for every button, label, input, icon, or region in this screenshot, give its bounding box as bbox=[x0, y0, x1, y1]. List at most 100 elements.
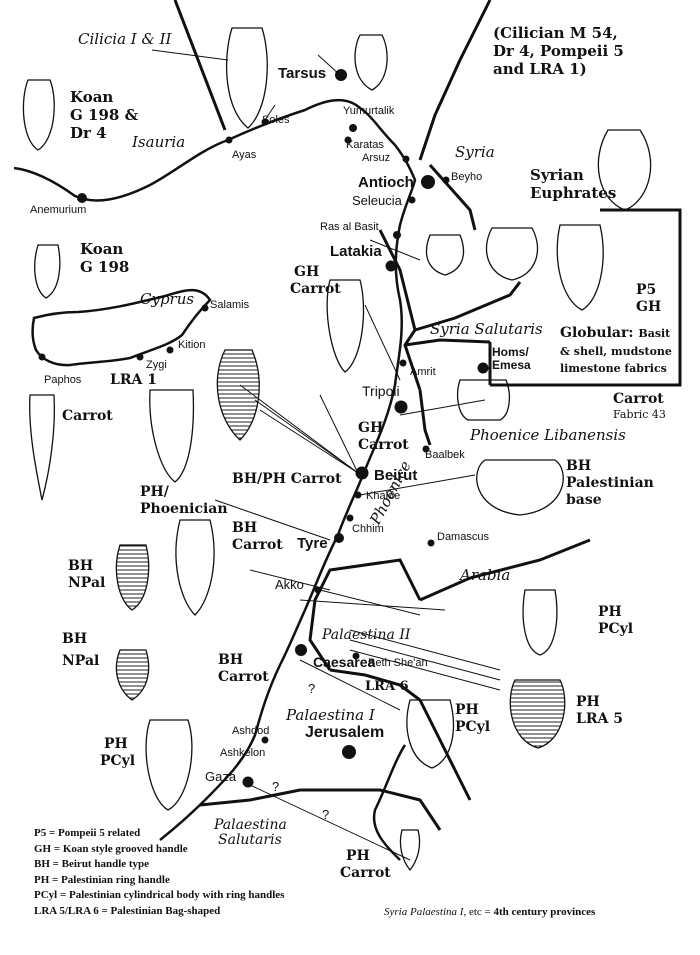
city-salamis: Salamis bbox=[210, 299, 250, 311]
site-dot bbox=[342, 745, 356, 759]
city-chhim: Chhim bbox=[352, 523, 384, 535]
city-zygi: Zygi bbox=[146, 359, 167, 371]
province-label-line: Palaestina bbox=[214, 817, 287, 833]
amphora-drawing bbox=[225, 27, 268, 129]
province-syria: Syria bbox=[455, 143, 495, 161]
province-phoenice-libanensis: Phoenice Libanensis bbox=[470, 426, 626, 444]
city-seleucia: Seleucia bbox=[352, 193, 402, 208]
amphora-drawing bbox=[216, 349, 260, 441]
site-dot bbox=[346, 514, 354, 522]
label-globular: Globular: Basit & shell, mudstone limest… bbox=[560, 325, 672, 378]
label-line: Carrot bbox=[358, 436, 409, 453]
city-ras-al-basit: Ras al Basit bbox=[320, 221, 379, 233]
site-dot bbox=[421, 175, 435, 189]
label-ph-lra5: PH LRA 5 bbox=[576, 694, 623, 728]
label-ph-pcyl-jerusalem: PH PCyl bbox=[455, 702, 490, 736]
city-gaza: Gaza bbox=[205, 769, 237, 784]
label-line: G 198 bbox=[80, 258, 130, 276]
amphora-drawing bbox=[509, 679, 566, 749]
province-palaestina-i: Palaestina I bbox=[286, 706, 375, 724]
uncertain-mark: ? bbox=[322, 807, 330, 822]
label-line: NPal bbox=[62, 653, 100, 670]
label-line: Carrot bbox=[218, 668, 269, 685]
city-akko: Akko bbox=[275, 577, 304, 592]
province-arabia: Arabia bbox=[460, 566, 511, 584]
city-damascus: Damascus bbox=[437, 531, 489, 543]
site-dot bbox=[422, 445, 430, 453]
site-dot bbox=[385, 260, 397, 272]
city-tyre: Tyre bbox=[297, 535, 328, 552]
city-ashkelon: Ashkelon bbox=[220, 747, 266, 759]
city-homs: Homs/ Emesa bbox=[492, 346, 531, 371]
amphora-drawing bbox=[485, 227, 539, 281]
label-line: PH bbox=[576, 694, 600, 710]
label-bh-npal-2: BH NPal bbox=[62, 628, 99, 673]
city-paphos: Paphos bbox=[44, 374, 82, 386]
province-cilicia: Cilicia I & II bbox=[78, 30, 172, 48]
label-line: and LRA 1) bbox=[493, 60, 587, 78]
label-ph-pcyl-east: PH PCyl bbox=[598, 604, 633, 638]
label-p5-gh: P5 GH bbox=[636, 282, 661, 316]
site-markers bbox=[38, 69, 489, 788]
label-line: GH bbox=[636, 298, 662, 315]
site-dot bbox=[477, 362, 489, 374]
city-soles: Soles bbox=[262, 114, 290, 126]
city-beirut: Beirut bbox=[374, 467, 418, 484]
site-dot bbox=[354, 491, 362, 499]
site-dot bbox=[427, 539, 435, 547]
city-jerusalem: Jerusalem bbox=[305, 724, 385, 741]
site-dot bbox=[166, 346, 174, 354]
city-label-line: Emesa bbox=[492, 357, 531, 372]
label-line: Carrot bbox=[340, 864, 391, 881]
amphora-drawings bbox=[22, 27, 652, 872]
label-line: BH bbox=[62, 631, 88, 647]
city-kition: Kition bbox=[178, 339, 206, 351]
site-dot bbox=[295, 644, 307, 656]
label-line: & shell, mudstone bbox=[560, 344, 672, 358]
city-anemurium: Anemurium bbox=[30, 204, 87, 216]
label-line: PH bbox=[598, 604, 622, 620]
label-line: Globular: bbox=[560, 325, 634, 341]
province-note: Syria Palaestina I, etc = 4th century pr… bbox=[384, 906, 595, 918]
city-khalde: Khalde bbox=[366, 490, 401, 502]
label-cilician: (Cilician M 54, Dr 4, Pompeii 5 and LRA … bbox=[493, 24, 624, 78]
site-dot bbox=[335, 69, 347, 81]
label-line: Carrot bbox=[290, 280, 341, 297]
province-isauria: Isauria bbox=[132, 133, 186, 151]
city-amrit: Amrit bbox=[410, 366, 436, 378]
label-line: Basit bbox=[638, 327, 671, 340]
site-dot bbox=[399, 359, 407, 367]
label-line: BH bbox=[218, 652, 244, 668]
province-cyprus: Cyprus bbox=[140, 290, 195, 308]
city-tarsus: Tarsus bbox=[278, 65, 327, 82]
site-dot bbox=[38, 353, 46, 361]
label-line: BH bbox=[566, 458, 592, 474]
legend-entry: PH = Palestinian ring handle bbox=[34, 873, 170, 886]
label-line: Palestinian bbox=[566, 474, 654, 491]
label-ph-carrot-south: PH Carrot bbox=[340, 848, 391, 882]
city-ayas: Ayas bbox=[232, 149, 257, 161]
amphora-drawing bbox=[597, 129, 652, 211]
label-line: NPal bbox=[68, 574, 106, 591]
site-dot bbox=[334, 533, 344, 543]
city-karatas: Karatas bbox=[346, 139, 384, 151]
label-line: base bbox=[566, 491, 602, 508]
label-line: PCyl bbox=[100, 752, 136, 769]
note-plain: , etc = bbox=[463, 906, 494, 918]
label-line: LRA 5 bbox=[576, 710, 623, 727]
city-ashdod: Ashdod bbox=[232, 725, 270, 737]
site-dot bbox=[355, 466, 369, 480]
label-bh-npal-1: BH NPal bbox=[68, 558, 105, 592]
province-palaestina-ii: Palaestina II bbox=[322, 627, 411, 643]
label-syrian-euphrates: Syrian Euphrates bbox=[530, 166, 616, 202]
amphora-drawing bbox=[406, 699, 455, 769]
label-line: PH bbox=[346, 848, 370, 864]
label-line: (Cilician M 54, bbox=[493, 24, 618, 42]
label-lra1: LRA 1 bbox=[110, 372, 157, 388]
province-syria-salutaris: Syria Salutaris bbox=[430, 320, 543, 338]
label-bh-ph-carrot: BH/PH Carrot bbox=[232, 471, 342, 487]
label-line: Euphrates bbox=[530, 184, 617, 202]
site-dot bbox=[77, 193, 87, 203]
note-bold: 4th century provinces bbox=[493, 906, 596, 918]
